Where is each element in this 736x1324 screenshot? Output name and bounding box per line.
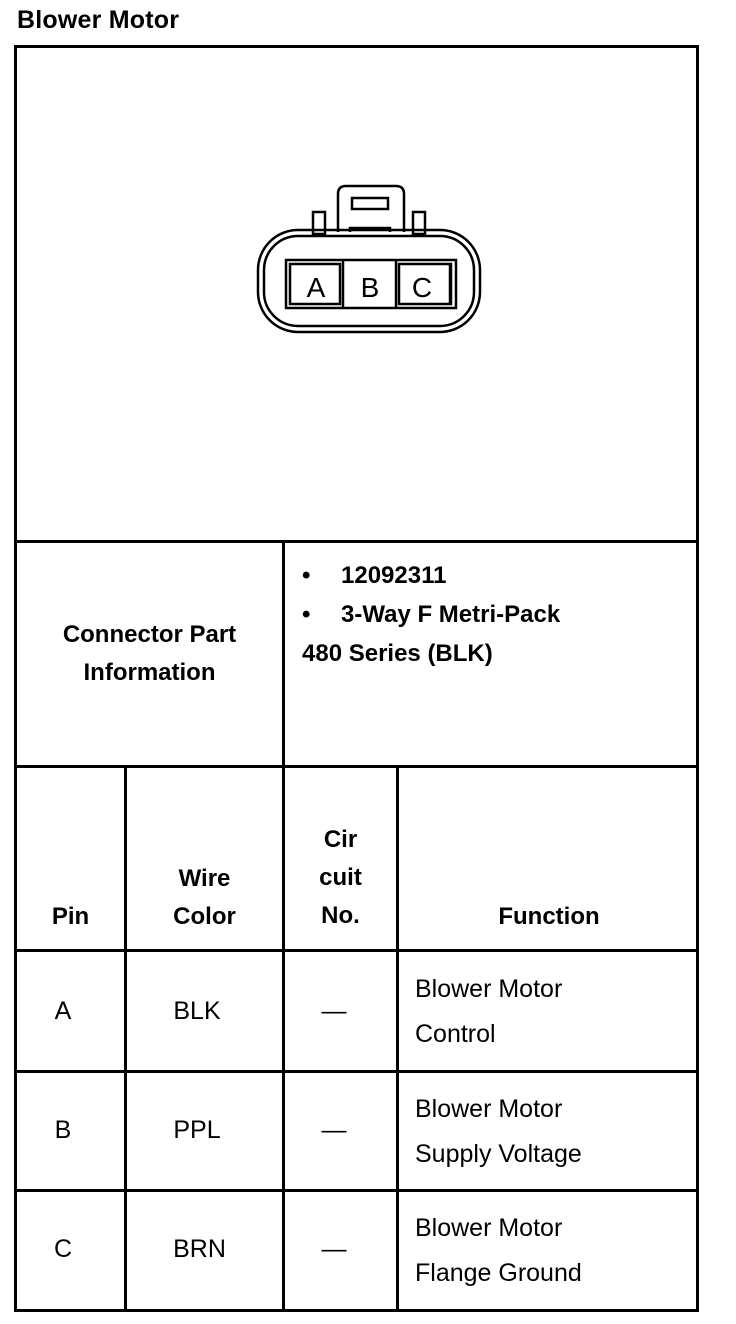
- header-wire-color-line2: Color: [173, 903, 236, 930]
- header-function: Function: [498, 903, 600, 930]
- connector-table-frame: [14, 45, 699, 1312]
- divider-header: [14, 949, 699, 952]
- row-a-wire-color: BLK: [173, 997, 221, 1025]
- divider-diagram: [14, 540, 699, 543]
- header-circuit-line2: cuit: [319, 864, 362, 891]
- header-wire-color-line1: Wire: [178, 865, 231, 892]
- header-circuit-line3: No.: [321, 902, 360, 929]
- pin-label-c: C: [412, 272, 432, 303]
- connector-description: 3-Way F Metri-Pack: [341, 601, 561, 628]
- row-c-function-line2: Flange Ground: [415, 1259, 582, 1287]
- row-b-wire-color: PPL: [173, 1116, 221, 1144]
- connector-face-diagram: A B C: [256, 184, 482, 334]
- part-info-label: Connector Part Information: [17, 616, 282, 692]
- header-circuit-line1: Cir: [323, 826, 358, 853]
- row-c-pin: C: [53, 1235, 73, 1263]
- part-info-label-line1: Connector Part: [62, 621, 237, 648]
- row-b-pin: B: [54, 1116, 72, 1144]
- row-c-function-line1: Blower Motor: [415, 1214, 563, 1242]
- row-b-circuit: —: [321, 1116, 347, 1144]
- row-c-function: Blower Motor Flange Ground: [415, 1206, 582, 1296]
- description-bullet: •: [302, 601, 311, 628]
- row-a-circuit: —: [321, 997, 347, 1025]
- page-title: Blower Motor: [17, 6, 180, 34]
- connector-series: 480 Series (BLK): [302, 640, 493, 667]
- row-a-pin: A: [54, 997, 72, 1025]
- header-wire-color: Wire Color: [127, 860, 282, 936]
- row-a-function-line2: Control: [415, 1020, 496, 1048]
- row-c-circuit: —: [321, 1235, 347, 1263]
- row-c-wire-color: BRN: [173, 1235, 226, 1263]
- header-circuit-no: Cir cuit No.: [285, 821, 396, 935]
- divider-row-b: [14, 1189, 699, 1192]
- row-b-function: Blower Motor Supply Voltage: [415, 1087, 582, 1177]
- divider-part-info: [14, 765, 699, 768]
- row-b-function-line1: Blower Motor: [415, 1095, 563, 1123]
- part-number: 12092311: [341, 562, 447, 589]
- row-a-function: Blower Motor Control: [415, 967, 562, 1057]
- part-number-bullet: •: [302, 562, 311, 589]
- pin-label-b: B: [361, 272, 380, 303]
- divider-col-function: [396, 765, 399, 1312]
- pin-label-a: A: [307, 272, 326, 303]
- header-pin: Pin: [51, 903, 90, 930]
- divider-row-a: [14, 1070, 699, 1073]
- part-info-label-line2: Information: [83, 659, 216, 686]
- row-b-function-line2: Supply Voltage: [415, 1140, 582, 1168]
- divider-col-circuit: [282, 540, 285, 1312]
- row-a-function-line1: Blower Motor: [415, 975, 563, 1003]
- divider-col-wire: [124, 765, 127, 1312]
